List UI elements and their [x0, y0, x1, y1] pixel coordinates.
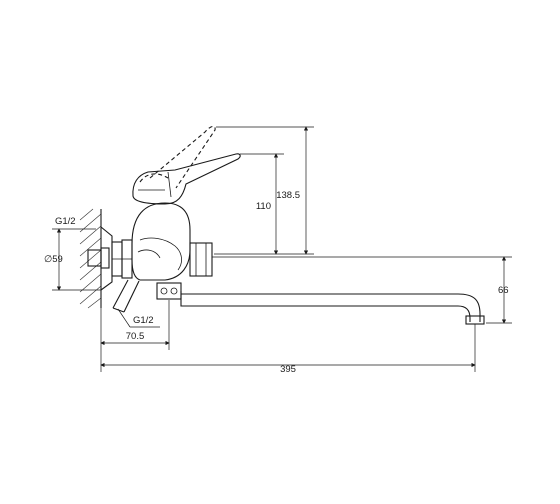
dim-label-138-5: 138.5: [276, 190, 300, 201]
dim-label-395: 395: [280, 364, 296, 375]
dim-66: 66: [212, 256, 512, 324]
handle-raised-dashed: [139, 125, 216, 189]
dim-label-110: 110: [256, 201, 271, 212]
wall: [79, 208, 102, 309]
faucet-body: [111, 202, 213, 313]
wall-flange: [87, 226, 113, 291]
dim-diameter-59: ∅59: [44, 228, 101, 291]
dim-138-5: 138.5: [214, 126, 314, 255]
spout: [180, 291, 485, 325]
dim-g12-bottom: G1/2: [117, 308, 160, 328]
dim-label-g12-top: G1/2: [55, 216, 76, 227]
handle-solid: [132, 153, 241, 205]
dim-label-70-5: 70.5: [126, 331, 145, 342]
dim-70-5: 70.5: [100, 300, 170, 372]
dim-label-diameter-59: ∅59: [44, 254, 63, 265]
dim-395: 395: [100, 324, 476, 375]
dim-110: 110: [240, 153, 284, 255]
dim-label-66: 66: [498, 285, 509, 296]
dim-label-g12-bottom: G1/2: [133, 315, 154, 326]
dim-g12-top: G1/2: [52, 216, 96, 230]
